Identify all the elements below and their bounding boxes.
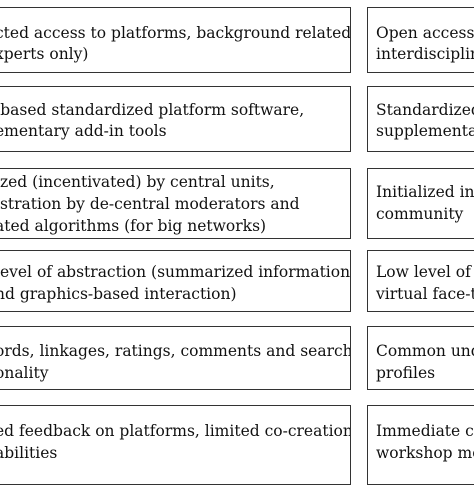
left-box-6-line-2: abilities [0, 444, 58, 462]
left-box-5: ords, linkages, ratings, comments and se… [0, 326, 351, 390]
left-box-4: level of abstraction (summarized informa… [0, 250, 351, 312]
left-box-1-line-1: cted access to platforms, background rel… [0, 24, 351, 42]
left-box-4-line-2: nd graphics-based interaction) [0, 285, 237, 303]
right-box-5-line-2: profiles [376, 364, 436, 382]
left-box-3: ized (incentivated) by central units, is… [0, 168, 351, 239]
left-box-2-line-1: -based standardized platform software, [0, 101, 305, 119]
left-box-6-line-1: ed feedback on platforms, limited co-cre… [0, 422, 351, 440]
right-box-2: Standardized supplementar [367, 86, 474, 152]
right-box-4: Low level of virtual face-to [367, 250, 474, 312]
left-box-2: -based standardized platform software, e… [0, 86, 351, 152]
right-box-3: Initialized in community [367, 168, 474, 239]
left-box-5-line-1: ords, linkages, ratings, comments and se… [0, 342, 351, 360]
left-box-1: cted access to platforms, background rel… [0, 7, 351, 73]
right-box-4-line-1: Low level of [376, 263, 471, 281]
right-box-1-line-1: Open access, [376, 24, 474, 42]
right-box-3-line-2: community [376, 205, 464, 223]
left-box-3-line-2: istration by de-central moderators and [0, 195, 300, 213]
right-box-1-line-2: interdisciplin [376, 45, 474, 63]
right-box-1: Open access, interdisciplin [367, 7, 474, 73]
right-box-5: Common und profiles [367, 326, 474, 390]
left-box-3-line-1: ized (incentivated) by central units, [0, 173, 275, 191]
left-box-4-line-1: level of abstraction (summarized informa… [0, 263, 351, 281]
left-box-3-line-3: ated algorithms (for big networks) [0, 217, 267, 235]
left-box-5-line-2: onality [0, 364, 49, 382]
right-box-5-line-1: Common und [376, 342, 474, 360]
right-box-6-line-1: Immediate co [376, 422, 474, 440]
left-box-6: ed feedback on platforms, limited co-cre… [0, 405, 351, 485]
right-box-2-line-1: Standardized [376, 101, 474, 119]
right-box-3-line-1: Initialized in [376, 183, 474, 201]
left-box-2-line-2: ementary add-in tools [0, 122, 167, 140]
right-box-4-line-2: virtual face-to [376, 285, 474, 303]
right-box-6-line-2: workshop mo [376, 444, 474, 462]
right-box-6: Immediate co workshop mo [367, 405, 474, 485]
right-box-2-line-2: supplementar [376, 122, 474, 140]
left-box-1-line-2: xperts only) [0, 45, 89, 63]
